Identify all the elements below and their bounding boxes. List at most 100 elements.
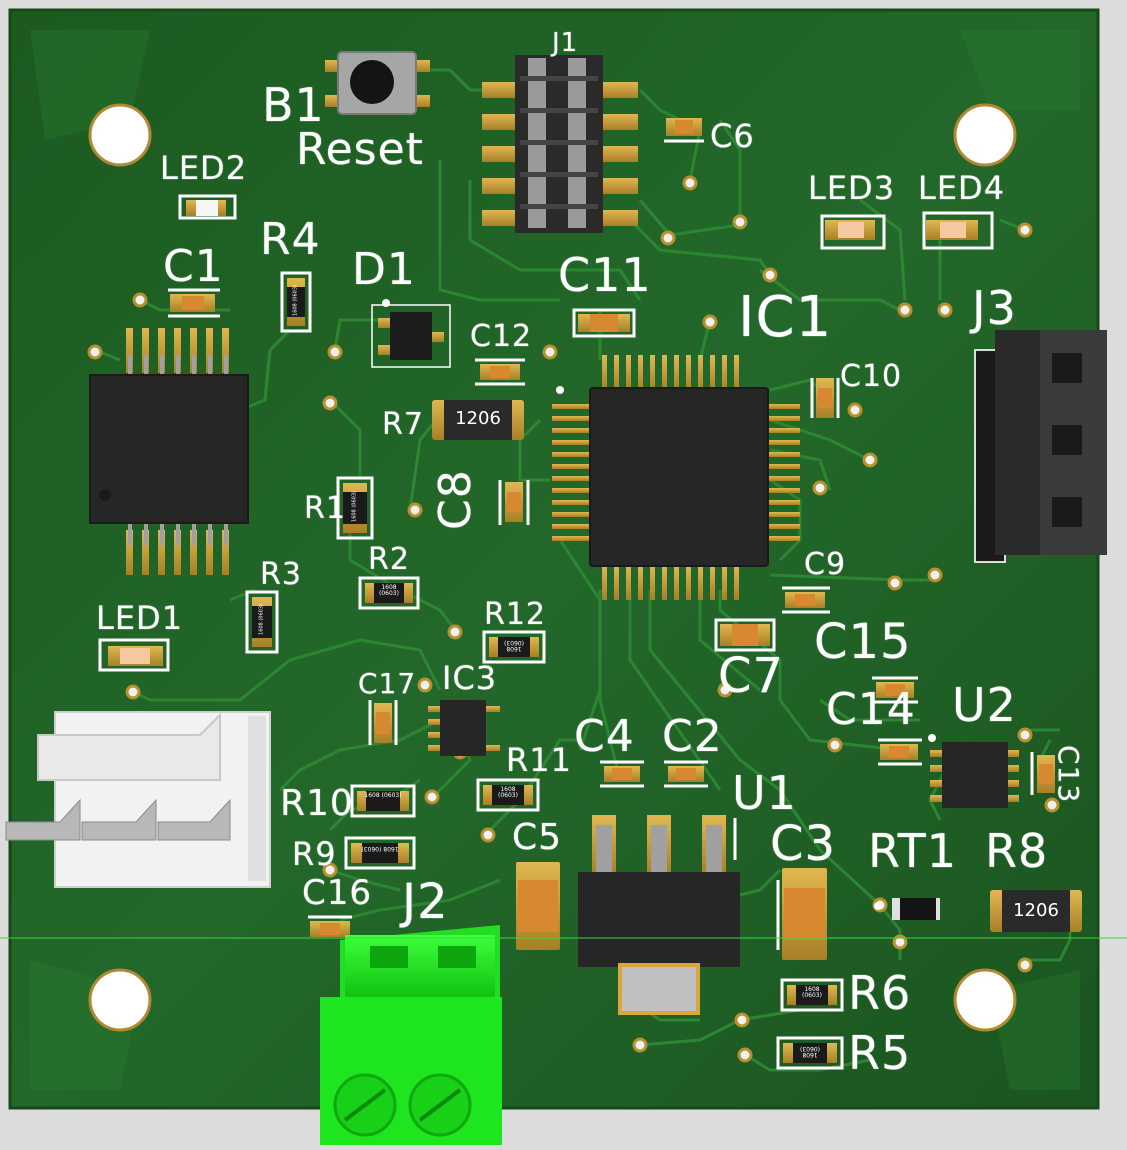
resistor-r11 [476, 778, 540, 812]
led-led1 [98, 638, 170, 672]
resistor-r4 [280, 271, 312, 333]
capacitor-c16 [308, 915, 352, 937]
label-c3: C3 [770, 816, 837, 872]
resistor-r7 [432, 400, 524, 440]
pkg-r3: 1608 (0603) [258, 604, 265, 635]
mounting-holes [88, 103, 1017, 1032]
resistor-r6 [780, 978, 844, 1012]
capacitor-c17 [368, 700, 398, 745]
pkg-r5: 1608 (0603) [800, 1045, 820, 1058]
label-c4: C4 [574, 711, 635, 762]
label-reset: Reset [296, 124, 424, 175]
label-d1: D1 [352, 244, 416, 295]
label-c9: C9 [804, 547, 847, 582]
resistor-r12 [482, 630, 546, 664]
label-c16: C16 [302, 873, 373, 913]
label-u1: U1 [732, 766, 797, 820]
label-j2: J2 [402, 874, 449, 930]
label-r4: R4 [260, 214, 321, 265]
pkg-r9: 1608 (0603) [361, 845, 399, 852]
label-c15: C15 [814, 614, 912, 670]
label-r2: R2 [368, 542, 410, 577]
label-ic3: IC3 [442, 659, 498, 697]
capacitor-c9 [782, 586, 830, 614]
label-r3: R3 [260, 557, 302, 592]
pkg-r7: 1206 [455, 408, 501, 429]
capacitor-c4 [600, 760, 644, 788]
capacitor-c13 [1030, 752, 1055, 795]
capacitor-c3 [776, 868, 827, 960]
label-c14: C14 [826, 684, 916, 735]
resistor-r2 [358, 576, 420, 610]
capacitor-c10 [810, 378, 840, 418]
label-c7: C7 [718, 648, 785, 704]
terminal-block-j2 [320, 925, 502, 1145]
resistor-r10 [350, 784, 416, 818]
label-ic1: IC1 [738, 285, 833, 350]
capacitor-c12 [475, 358, 525, 386]
connector-white-left [5, 711, 271, 888]
led-led3 [820, 214, 886, 250]
label-c17: C17 [358, 667, 417, 700]
capacitor-c15-c7 [714, 618, 776, 652]
led-led4 [922, 211, 994, 250]
label-r9: R9 [292, 835, 337, 873]
pkg-r4: 1608 (0603) [292, 285, 299, 316]
reset-button-b1 [325, 51, 430, 115]
label-c1: C1 [163, 241, 224, 292]
capacitor-c11 [572, 308, 636, 338]
label-c12: C12 [470, 319, 533, 354]
label-r10: R10 [280, 783, 354, 824]
capacitor-c1 [168, 288, 220, 318]
diode-d1 [371, 304, 451, 368]
pkg-r2: 1608 (0603) [379, 584, 399, 597]
resistor-r9 [344, 836, 416, 870]
soic-chip-left [89, 328, 249, 575]
capacitor-c6 [664, 118, 704, 143]
resistor-r3 [245, 590, 279, 654]
thermistor-rt1 [892, 898, 940, 920]
label-led3: LED3 [808, 169, 896, 207]
label-r11: R11 [506, 741, 572, 779]
pkg-r6: 1608 (0603) [802, 986, 822, 999]
microcontroller-ic1 [552, 355, 800, 600]
resistor-r8 [990, 890, 1082, 932]
resistor-r1 [336, 476, 374, 540]
label-r5: R5 [848, 1026, 912, 1080]
label-j1: J1 [552, 28, 579, 58]
led-led2 [178, 194, 237, 220]
connector-j3 [974, 330, 1107, 563]
label-c5: C5 [512, 817, 563, 858]
capacitor-c2 [664, 760, 708, 788]
capacitor-c14 [872, 676, 922, 766]
label-c8: C8 [430, 469, 481, 530]
header-j1 [482, 55, 638, 233]
label-r12: R12 [484, 597, 547, 632]
resistor-r5 [776, 1036, 844, 1070]
label-j3: J3 [972, 281, 1017, 335]
label-led2: LED2 [160, 149, 248, 187]
label-rt1: RT1 [868, 824, 957, 878]
pkg-r10: 1608 (0603) [364, 792, 402, 799]
capacitor-c5 [516, 862, 560, 950]
label-u2: U2 [952, 678, 1017, 732]
chip-u2 [930, 742, 1019, 808]
label-led4: LED4 [918, 169, 1006, 207]
label-r7: R7 [382, 407, 424, 442]
label-b1: B1 [262, 78, 325, 132]
capacitor-c8 [498, 480, 530, 525]
label-c13: C13 [1052, 745, 1085, 804]
pkg-r12: 1608 (0603) [504, 639, 524, 652]
label-r1: R1 [304, 491, 346, 526]
pkg-r11: 1608 (0603) [498, 786, 518, 799]
label-c11: C11 [558, 248, 652, 302]
chip-ic3 [428, 700, 500, 756]
pkg-r1: 1608 (0603) [351, 491, 358, 522]
pkg-r8: 1206 [1013, 900, 1059, 921]
label-c10: C10 [840, 359, 903, 394]
label-r8: R8 [985, 824, 1049, 878]
label-c6: C6 [710, 117, 755, 155]
label-led1: LED1 [96, 599, 184, 637]
